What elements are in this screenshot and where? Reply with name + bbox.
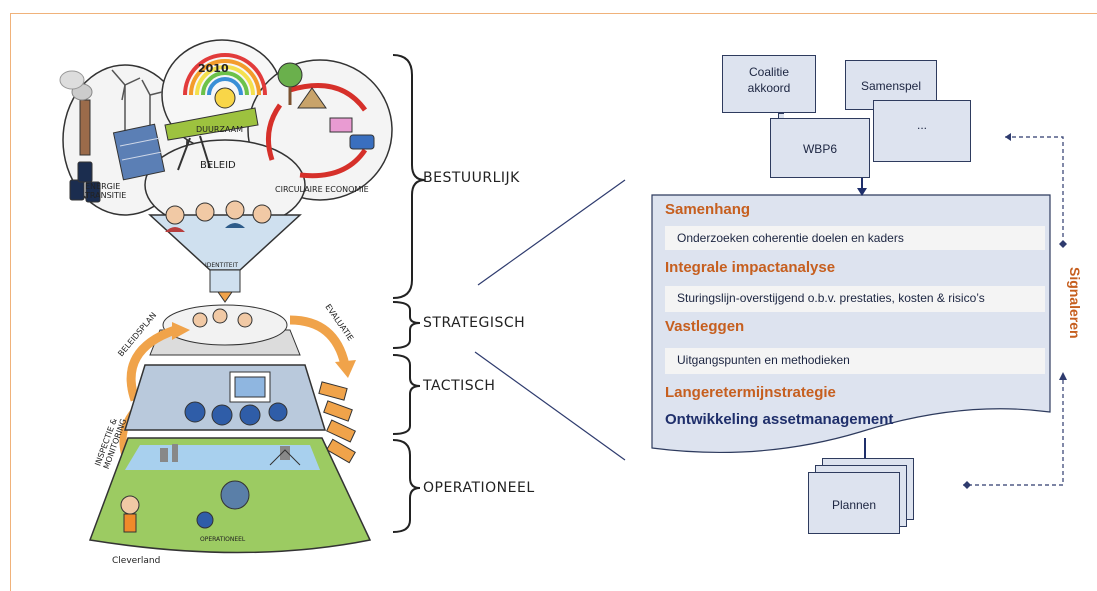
doc-ellipsis: ... (873, 100, 971, 162)
feedback-loop (963, 133, 1067, 489)
rainbow-icon (183, 53, 267, 109)
row-impact: Sturingslijn-overstijgend o.b.v. prestat… (665, 286, 1045, 312)
duurzaam-label: DUURZAAM (196, 125, 243, 134)
factory-chimney-icon (59, 70, 93, 156)
heading-ontwikkeling: Ontwikkeling assetmanagement (665, 411, 894, 428)
funnel-icon (148, 214, 302, 303)
doc-wbp6: WBP6 (770, 118, 870, 178)
row-vastleggen: Uitgangspunten en methodieken (665, 348, 1045, 374)
circulaire-label: CIRCULAIRE ECONOMIE (275, 185, 369, 194)
operationeel-small-label: OPERATIONEEL (200, 536, 246, 543)
telescope-icon (164, 107, 259, 171)
signaleren-label: Signaleren (1067, 267, 1083, 339)
level-strategisch: STRATEGISCH (423, 315, 526, 331)
doc-plannen: Plannen (808, 472, 900, 534)
connector-line-bottom (474, 351, 626, 461)
strategic-table (149, 304, 301, 356)
heading-langere: Langeretermijnstrategie (665, 384, 836, 401)
solar-panel-icon (112, 123, 166, 181)
heading-samenhang: Samenhang (665, 201, 751, 218)
doc-plannen-label: Plannen (831, 498, 877, 512)
landscape-icon (88, 437, 372, 554)
heading-vastleggen: Vastleggen (665, 318, 745, 335)
doc-samenspel-label: Samenspel (860, 79, 922, 93)
doc-coalitie: Coalitie akkoord (722, 55, 816, 113)
oil-barrel-icon (69, 161, 101, 203)
doc-coalitie-label: Coalitie akkoord (747, 65, 791, 95)
process-panel (651, 194, 1051, 454)
level-operationeel: OPERATIONEEL (423, 480, 535, 496)
doc-ellipsis-label: ... (916, 118, 927, 132)
identiteit-label: IDENTITEIT (205, 262, 238, 269)
frame-left-border (10, 13, 11, 591)
year-label: 2010 (198, 62, 229, 75)
frame-top-border (10, 13, 1097, 14)
signature-logo: Cleverland (112, 556, 161, 566)
row-samenhang: Onderzoeken coherentie doelen en kaders (665, 226, 1045, 250)
people-crowd-icon (165, 200, 272, 232)
energie-label: ENERGIE TRANSITIE (85, 182, 127, 200)
control-panel-icon (123, 364, 327, 431)
level-braces (392, 54, 426, 533)
doc-wbp6-label: WBP6 (802, 142, 837, 156)
connector-line-top (477, 179, 626, 286)
circular-economy-icon (265, 62, 375, 179)
heading-impact: Integrale impactanalyse (665, 259, 836, 276)
beleid-label: BELEID (200, 160, 236, 171)
level-bestuurlijk: BESTUURLIJK (423, 170, 520, 186)
level-tactisch: TACTISCH (423, 378, 496, 394)
report-stack-icon (318, 381, 356, 464)
